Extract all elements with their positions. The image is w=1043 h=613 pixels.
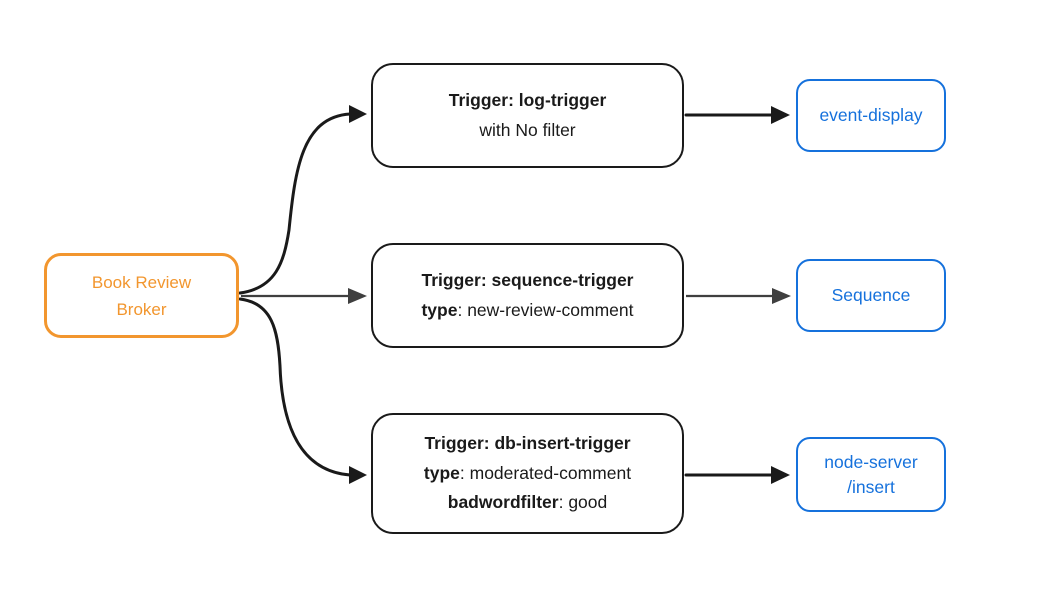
connector-broker-to-db-insert-trigger — [238, 297, 367, 484]
sink-label-line1: node-server — [824, 451, 918, 472]
trigger-title: Trigger: db-insert-trigger — [424, 433, 631, 454]
arrowhead-icon — [349, 105, 367, 123]
sink-node-sequence: Sequence — [796, 259, 946, 332]
trigger-title: Trigger: sequence-trigger — [421, 270, 634, 290]
trigger-filter-text: type: new-review-comment — [421, 296, 633, 326]
arrowhead-icon — [771, 466, 790, 484]
sink-node-event-display: event-display — [796, 79, 946, 152]
connector-log-trigger-to-event-display — [684, 106, 790, 124]
connector-broker-to-sequence-trigger — [241, 288, 367, 304]
filter-key: badwordfilter — [447, 492, 559, 513]
broker-label-line1: Book Review — [91, 272, 192, 292]
filter-key: type — [421, 299, 458, 320]
connector-sequence-trigger-to-sequence — [686, 288, 791, 304]
broker-node: Book Review Broker — [44, 253, 239, 338]
trigger-node-log-trigger: Trigger: log-trigger with No filter — [371, 63, 684, 168]
trigger-title: Trigger: log-trigger — [448, 90, 607, 110]
arrowhead-icon — [348, 288, 367, 304]
broker-label-line2: Broker — [116, 299, 167, 319]
sink-label-line2: /insert — [847, 476, 895, 497]
arrowhead-icon — [349, 466, 367, 484]
trigger-node-sequence-trigger: Trigger: sequence-trigger type: new-revi… — [371, 243, 684, 348]
trigger-node-db-insert-trigger: Trigger: db-insert-trigger type: moderat… — [371, 413, 684, 534]
filter-value: : good — [558, 492, 608, 513]
connector-broker-to-log-trigger — [238, 105, 367, 295]
trigger-filter-text: type: moderated-comment — [424, 459, 631, 489]
connector-db-insert-trigger-to-node-server — [684, 466, 790, 484]
filter-key: type — [423, 462, 460, 483]
arrowhead-icon — [772, 288, 791, 304]
filter-value: : new-review-comment — [457, 299, 634, 320]
trigger-filter-text: badwordfilter: good — [448, 488, 608, 518]
sink-label: event-display — [819, 105, 923, 125]
sink-label: Sequence — [831, 285, 911, 305]
sink-node-node-server-insert: node-server /insert — [796, 437, 946, 512]
trigger-filter-text: with No filter — [479, 119, 576, 140]
arrowhead-icon — [771, 106, 790, 124]
filter-value: : moderated-comment — [459, 462, 632, 483]
